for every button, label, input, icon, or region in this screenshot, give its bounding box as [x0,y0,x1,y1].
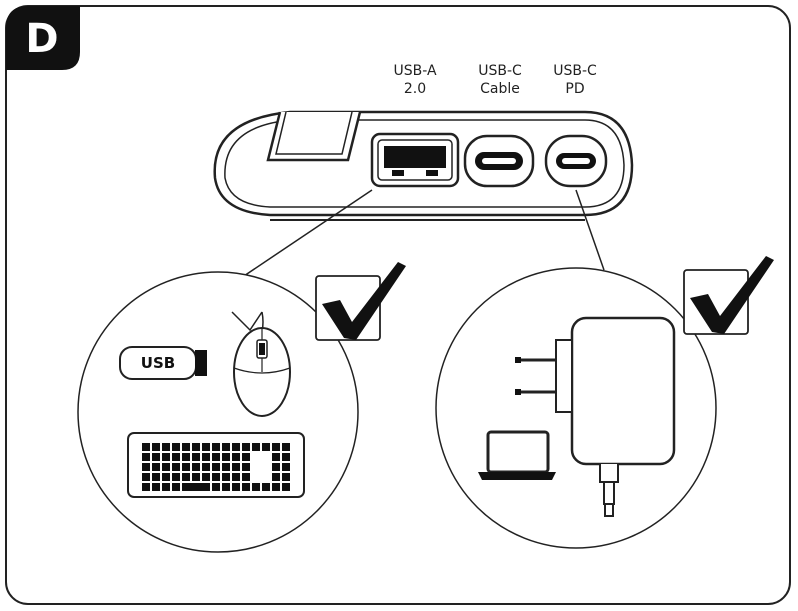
keyboard-key [202,473,210,481]
laptop-icon [478,430,556,480]
keyboard-key [152,443,160,451]
keyboard-key [202,453,210,461]
keyboard-key [222,443,230,451]
keyboard-key [152,463,160,471]
keyboard-key [192,443,200,451]
keyboard-key [262,483,270,491]
keyboard-key [142,463,150,471]
keyboard-key [222,463,230,471]
port-label-line2: 2.0 [403,81,427,97]
keyboard-key [152,483,160,491]
keyboard-key [172,443,180,451]
keyboard-key [142,473,150,481]
keyboard-key [272,473,280,481]
keyboard-key [232,483,240,491]
keyboard-key [172,453,180,461]
keyboard-key [182,443,190,451]
mouse-icon [231,311,291,417]
leader-line-usb-c-pd [575,189,605,271]
port-label-usb-c-pd: USB-C PD [530,62,620,98]
port-label-line2: Cable [480,81,520,97]
port-label-line1: USB-C [478,63,522,79]
keyboard-key [182,473,190,481]
keyboard-key [172,483,180,491]
keyboard-key [162,483,170,491]
keyboard-key [142,483,150,491]
keyboard-key [272,453,280,461]
keyboard-key [162,443,170,451]
keyboard-key [162,453,170,461]
keyboard-key [282,473,290,481]
keyboard-key [162,473,170,481]
keyboard-key [142,443,150,451]
keyboard-key [172,473,180,481]
port-label-line1: USB-A [393,63,437,79]
keyboard-key [242,483,250,491]
port-label-usb-c-cable: USB-C Cable [455,62,545,98]
keyboard-key [242,453,250,461]
wall-charger-icon [515,316,676,517]
keyboard-key [192,463,200,471]
keyboard-keys [142,443,290,491]
keyboard-key [232,463,240,471]
keyboard-key [242,443,250,451]
keyboard-key [252,483,260,491]
port-label-usb-a: USB-A 2.0 [370,62,460,98]
keyboard-key [192,453,200,461]
checkmark-icon [683,256,774,335]
power-bank [213,110,634,221]
keyboard-key [242,463,250,471]
keyboard-key [232,443,240,451]
panel-letter: D [25,16,59,62]
keyboard-key [282,443,290,451]
port-label-line1: USB-C [553,63,597,79]
port-label-line2: PD [565,81,585,97]
keyboard-key [222,483,230,491]
keyboard-key [202,443,210,451]
keyboard-key [192,473,200,481]
keyboard-key [212,483,220,491]
keyboard-key [182,453,190,461]
keyboard-key [272,463,280,471]
keyboard-key [282,483,290,491]
keyboard-key [212,453,220,461]
keyboard-key [162,463,170,471]
usb-stick-label: USB [141,354,175,372]
keyboard-key [222,453,230,461]
keyboard-key [182,463,190,471]
keyboard-key [212,473,220,481]
keyboard-key [222,473,230,481]
leader-line-usb-a [231,189,373,285]
keyboard-key [232,453,240,461]
panel-border [5,5,791,605]
keyboard-key [152,473,160,481]
keyboard-key [232,473,240,481]
keyboard-key [252,443,260,451]
keyboard-key [242,473,250,481]
keyboard-key [152,453,160,461]
keyboard-key [282,453,290,461]
panel-letter-tab [6,6,80,70]
keyboard-key [172,463,180,471]
keyboard-key [282,463,290,471]
stand-slot [266,111,362,162]
keyboard-key [212,463,220,471]
keyboard-key [212,443,220,451]
keyboard-key [272,443,280,451]
keyboard-key [202,463,210,471]
keyboard-key [272,483,280,491]
keyboard-key [182,483,210,491]
keyboard-key [262,443,270,451]
checkmark-icon [315,262,406,341]
keyboard-key [142,453,150,461]
usb-stick-icon [119,346,207,380]
